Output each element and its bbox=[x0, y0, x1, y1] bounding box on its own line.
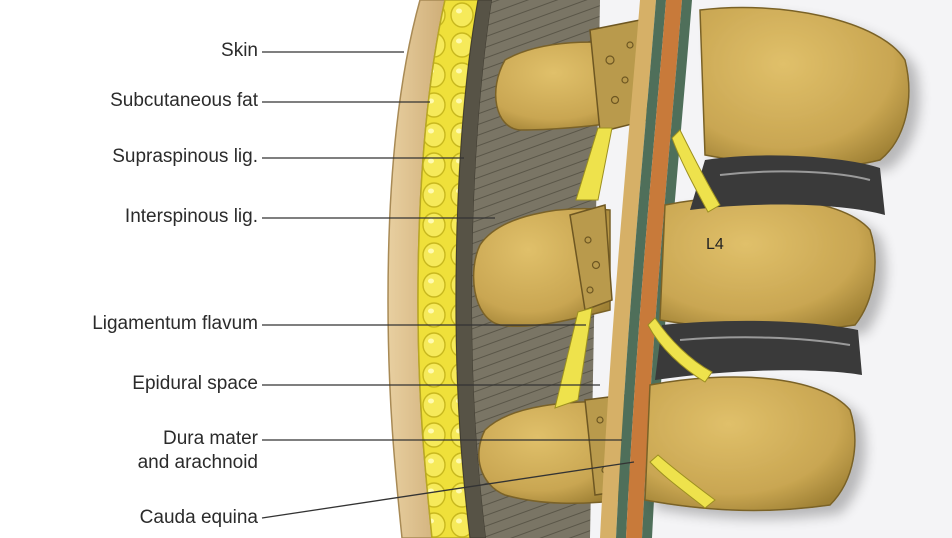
label-l4-vertebra: L4 bbox=[706, 236, 724, 254]
label-epidural-space: Epidural space bbox=[132, 373, 258, 395]
label-ligamentum-flavum: Ligamentum flavum bbox=[92, 313, 258, 335]
label-dura-mater-line2: and arachnoid bbox=[138, 452, 258, 474]
vertebral-body-lower bbox=[645, 377, 855, 510]
vertebral-body-l4 bbox=[660, 197, 875, 330]
label-interspinous-ligament: Interspinous lig. bbox=[125, 206, 258, 228]
label-cauda-equina: Cauda equina bbox=[140, 507, 258, 529]
label-supraspinous-ligament: Supraspinous lig. bbox=[112, 146, 258, 168]
label-subcutaneous-fat: Subcutaneous fat bbox=[110, 90, 258, 112]
label-dura-mater-line1: Dura mater bbox=[163, 428, 258, 450]
label-skin: Skin bbox=[221, 40, 258, 62]
